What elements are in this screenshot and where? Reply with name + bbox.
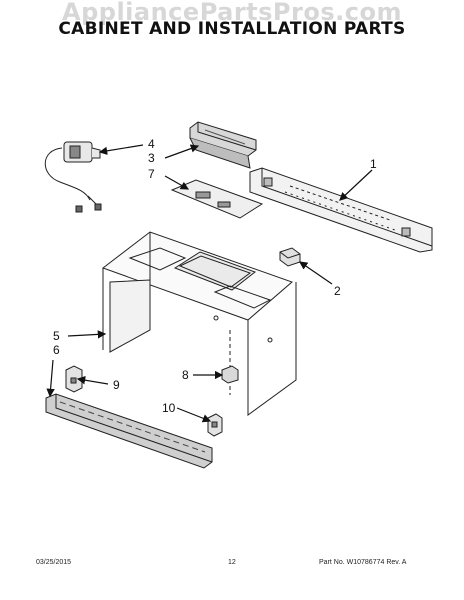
small-bracket-part [221, 365, 239, 384]
callout-4: 4 [148, 137, 155, 151]
callout-9: 9 [113, 378, 120, 392]
callout-7: 7 [148, 167, 155, 181]
callout-5: 5 [53, 329, 60, 343]
callout-10: 10 [162, 401, 176, 415]
callout-leaders [46, 144, 373, 423]
cabinet-body [101, 231, 297, 416]
vent-top-part [189, 121, 257, 169]
grille-strip-part [45, 393, 213, 469]
footer-date: 03/25/2015 [36, 559, 72, 566]
clip-part [279, 247, 301, 267]
watermark: AppliancePartsPros.com [62, 0, 402, 26]
damper-wire-part [44, 141, 102, 213]
mounting-rail-part [249, 167, 433, 253]
callout-6: 6 [53, 343, 60, 357]
plate-part [170, 179, 264, 219]
callout-2: 2 [334, 284, 341, 298]
corner-clip-part [65, 365, 83, 393]
end-clip-part [207, 413, 223, 437]
footer-page-number: 12 [228, 559, 236, 566]
page-title: CABINET AND INSTALLATION PARTS [58, 19, 406, 39]
callout-1: 1 [370, 157, 377, 171]
footer-part-number: Part No. W10786774 Rev. A [319, 559, 407, 566]
callout-8: 8 [182, 368, 189, 382]
callout-3: 3 [148, 151, 155, 165]
